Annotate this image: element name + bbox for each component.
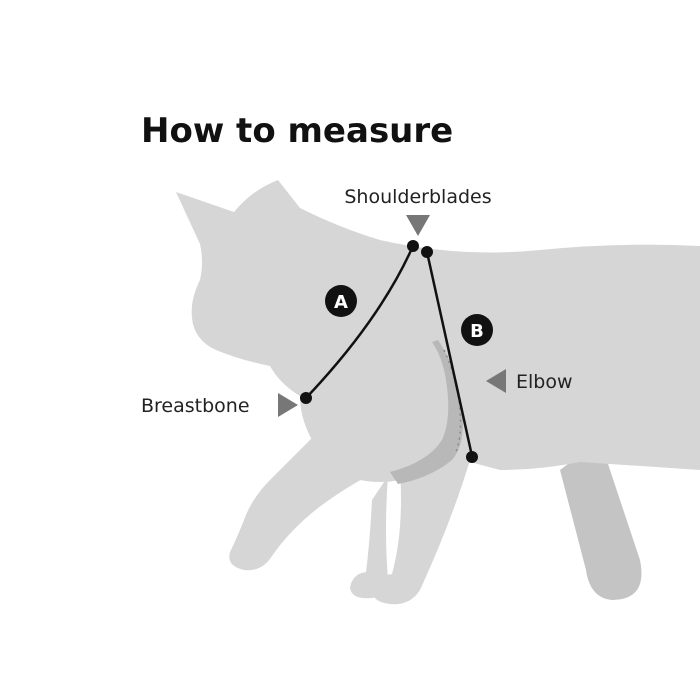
badge-b-text: B — [470, 321, 484, 342]
cat-body — [176, 180, 700, 482]
measurement-a-line — [305, 245, 415, 399]
badge-a-text: A — [334, 292, 348, 313]
measurement-b-line — [425, 251, 474, 457]
label-breastbone: Breastbone — [141, 395, 250, 417]
point-behind-elbow — [466, 451, 478, 463]
label-shoulderblades: Shoulderblades — [344, 186, 491, 208]
point-shoulderblade-a — [407, 240, 419, 252]
cat-back-leg — [560, 440, 642, 600]
harness-band — [390, 340, 463, 484]
arrow-down-icon — [406, 215, 430, 236]
arrow-right-icon — [278, 393, 298, 417]
point-breastbone — [300, 392, 312, 404]
badge-b: B — [461, 314, 493, 346]
cat-near-leg — [350, 476, 388, 599]
badge-a: A — [325, 285, 357, 317]
harness-dotted-guide — [443, 349, 462, 453]
page-title: How to measure — [141, 111, 453, 151]
label-elbow: Elbow — [516, 371, 573, 393]
cat-near-leg-paw — [372, 460, 470, 605]
cat-silhouette — [176, 180, 700, 605]
point-shoulderblade-b — [421, 246, 433, 258]
arrow-left-icon — [486, 369, 506, 393]
